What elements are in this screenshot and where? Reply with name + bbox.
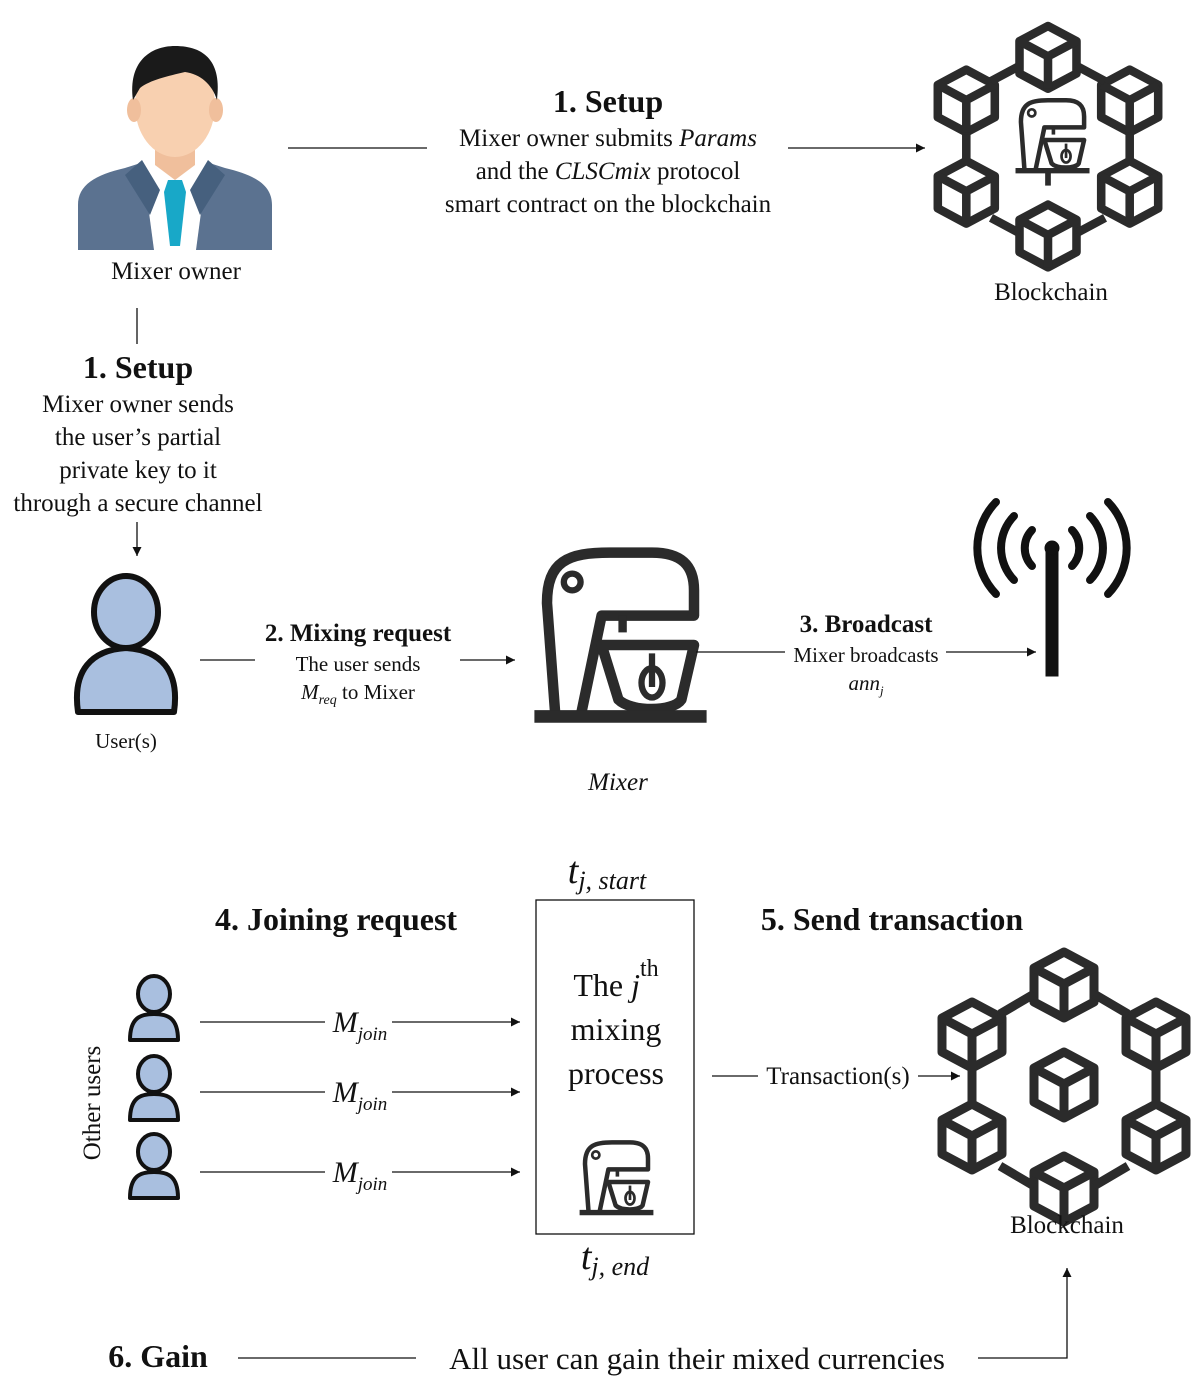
- gain-label: All user can gain their mixed currencies: [449, 1341, 945, 1376]
- mixer-owner-label: Mixer owner: [111, 258, 241, 285]
- step1-left-line1: Mixer owner sends: [42, 391, 234, 418]
- step2-title: 2. Mixing request: [265, 620, 452, 647]
- step3-line1: Mixer broadcasts: [793, 643, 938, 667]
- join-msg-1: Mjoin: [332, 1006, 388, 1045]
- mixing-process-box: [535, 899, 695, 1235]
- other-user-icon-1: [128, 974, 180, 1042]
- mixer-label: Mixer: [587, 769, 648, 796]
- mixer-owner-icon: [78, 46, 272, 250]
- step1-left-line4: through a secure channel: [13, 490, 262, 517]
- process-line3: process: [568, 1055, 664, 1091]
- step3-line2: annj: [848, 671, 884, 698]
- step2-line2: Mreq to Mixer: [300, 680, 415, 708]
- step2-line1: The user sends: [296, 652, 421, 676]
- process-line2: mixing: [571, 1011, 662, 1047]
- other-user-icon-3: [128, 1132, 180, 1200]
- step1-left-title: 1. Setup: [83, 349, 193, 385]
- step4-title: 4. Joining request: [215, 901, 457, 937]
- blockchain-bottom-label: Blockchain: [1010, 1212, 1124, 1239]
- users-label: User(s): [95, 729, 157, 753]
- other-user-icon-2: [128, 1054, 180, 1122]
- blockchain-bottom-icon: [942, 952, 1186, 1222]
- process-end-time: tj, end: [581, 1236, 650, 1281]
- step6-title: 6. Gain: [108, 1338, 208, 1374]
- antenna-icon: [973, 498, 1131, 677]
- other-users-label: Other users: [79, 1046, 106, 1161]
- process-start-time: tj, start: [568, 850, 647, 895]
- mixer-icon: [534, 553, 706, 717]
- step1-top-line3: smart contract on the blockchain: [445, 191, 772, 218]
- join-msg-3: Mjoin: [332, 1156, 388, 1195]
- step1-left-line3: private key to it: [59, 457, 217, 484]
- gain-arrow-to-blockchain: [978, 1268, 1072, 1359]
- step1-left-line2: the user’s partial: [55, 424, 221, 451]
- user-icon: [74, 573, 178, 715]
- step1-top-line2: and the CLSCmix protocol: [476, 158, 741, 185]
- step1-top-line1: Mixer owner submits Params: [459, 125, 757, 152]
- transaction-label: Transaction(s): [766, 1063, 910, 1090]
- blockchain-top-icon: [938, 26, 1158, 267]
- step5-title: 5. Send transaction: [761, 901, 1023, 937]
- join-msg-2: Mjoin: [332, 1076, 388, 1115]
- process-line1: The jth: [573, 956, 658, 1003]
- step1-top-title: 1. Setup: [553, 83, 663, 119]
- blockchain-top-label: Blockchain: [994, 279, 1108, 306]
- step3-title: 3. Broadcast: [800, 611, 934, 638]
